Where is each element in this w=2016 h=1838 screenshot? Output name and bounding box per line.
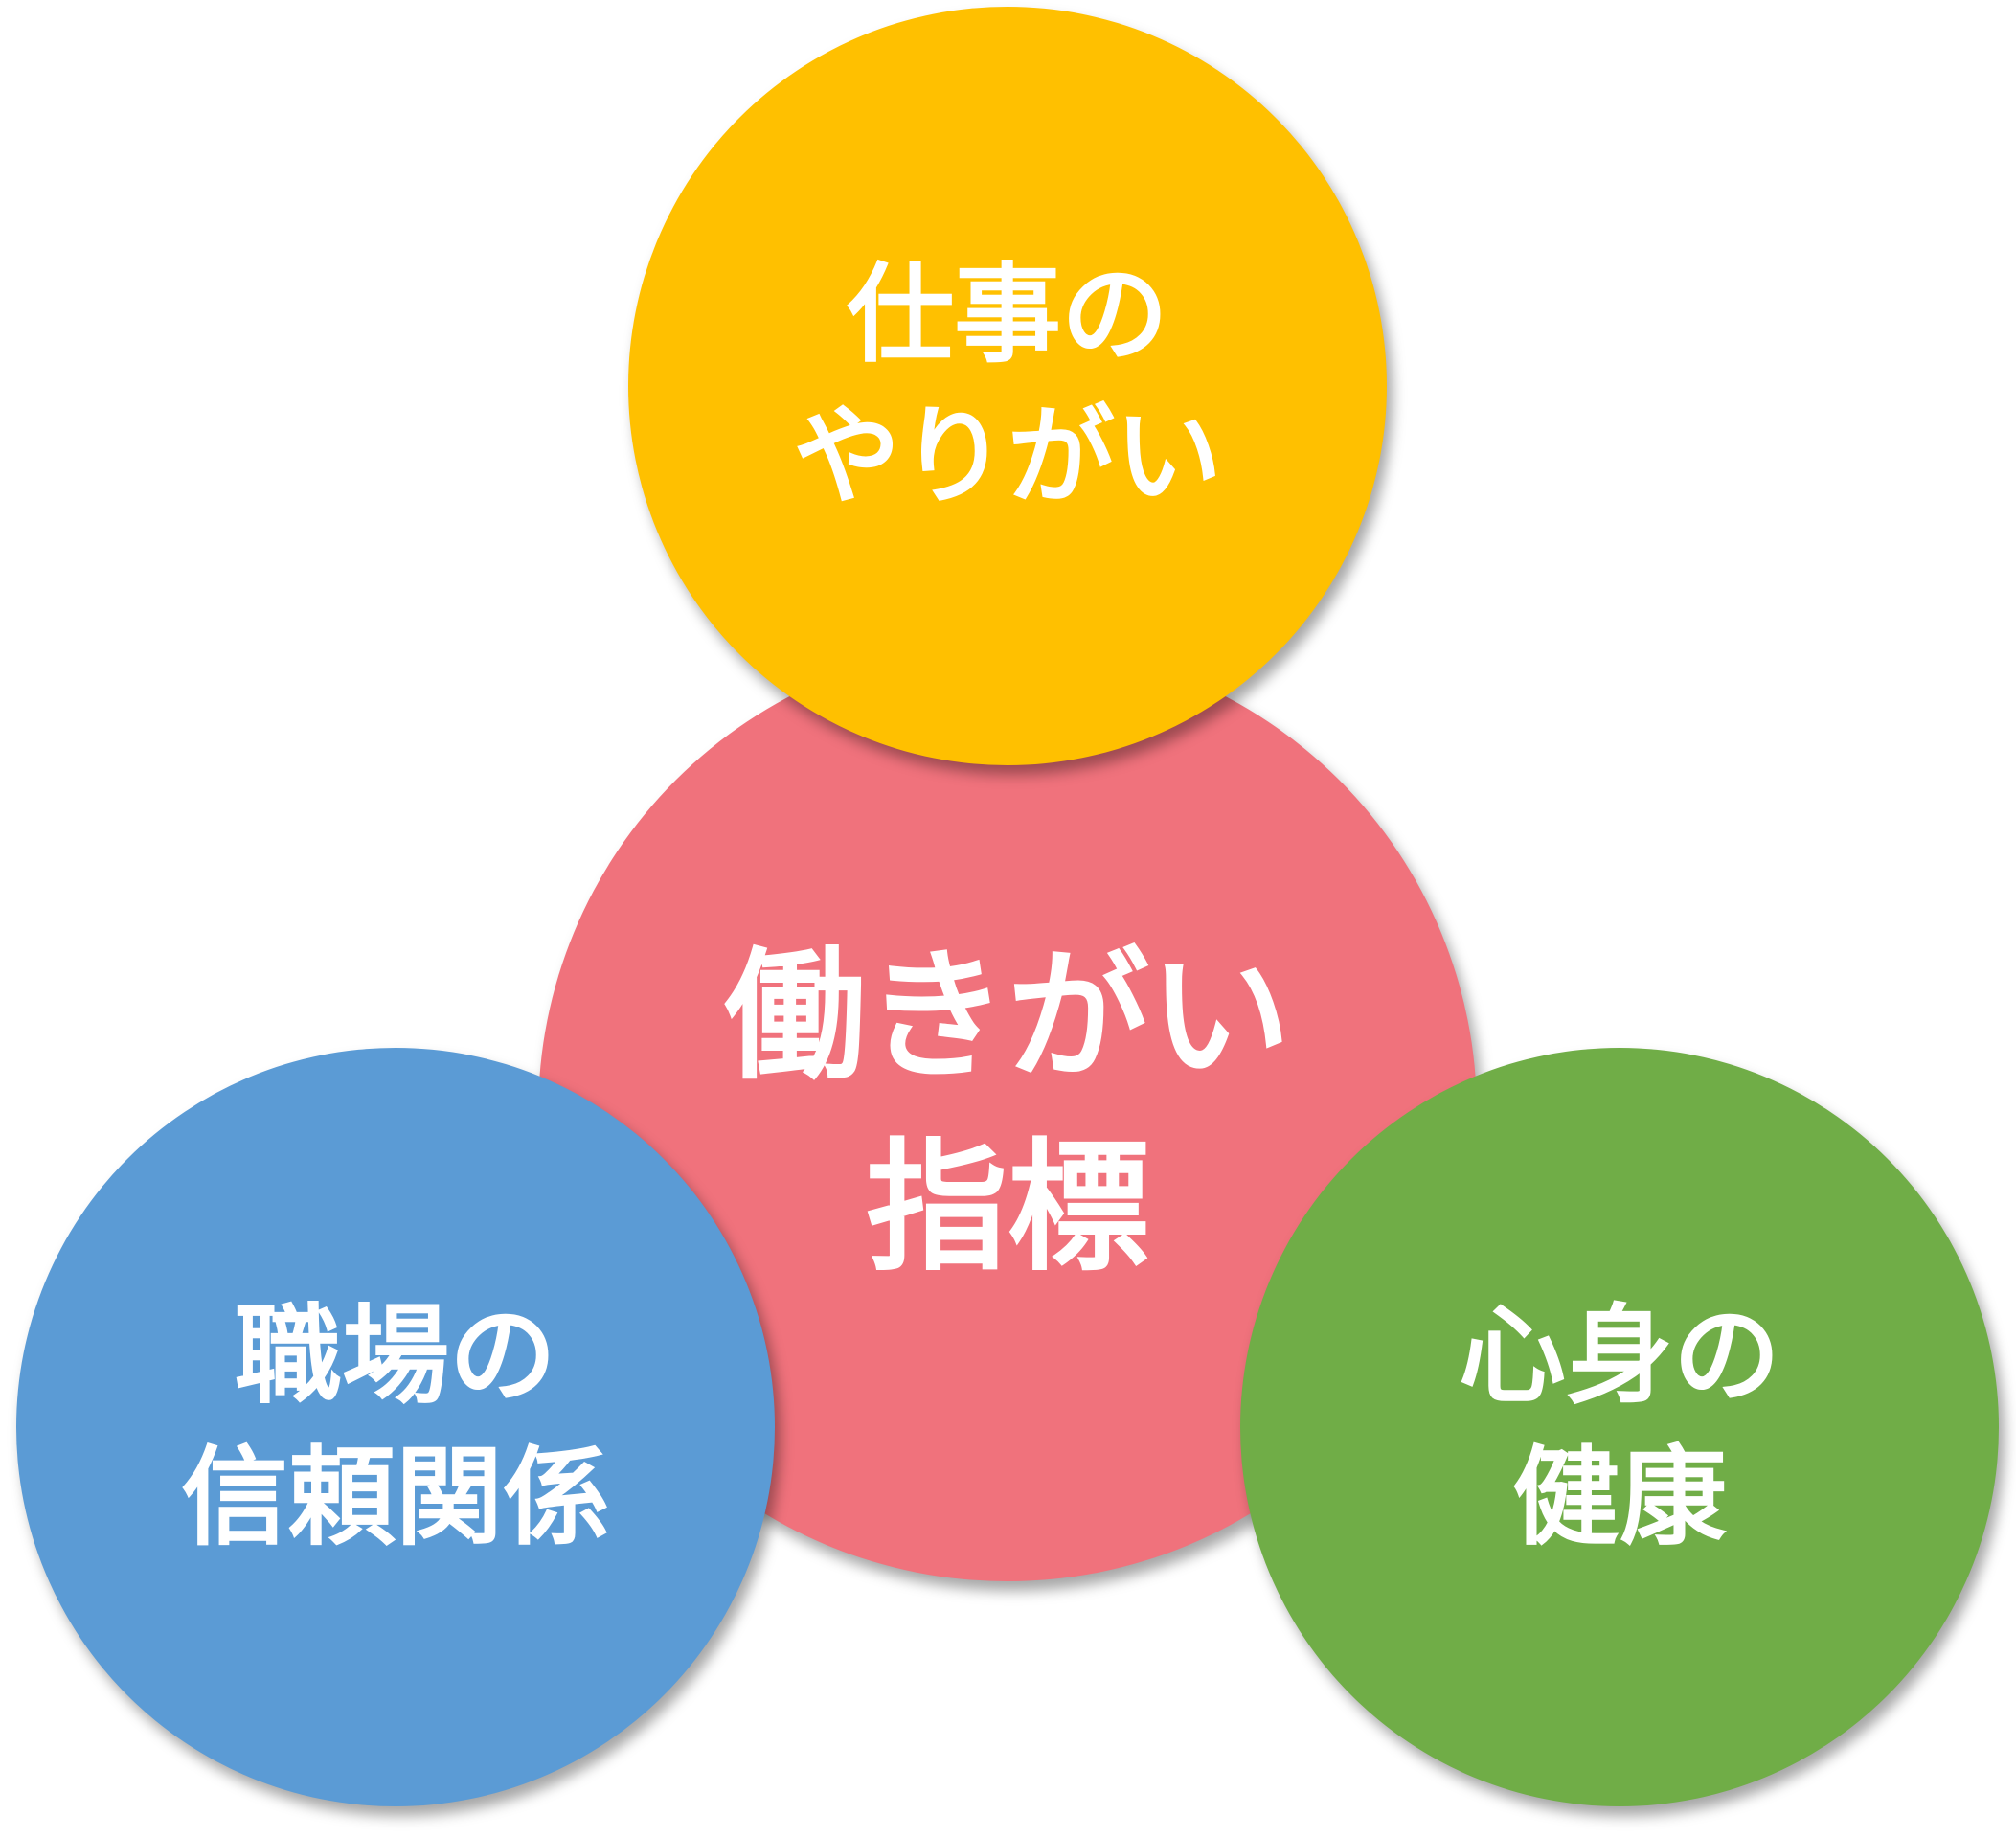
circle-mind-body-health: 心身の 健康 [1240, 1048, 1999, 1806]
top-label-line-1: 仕事の [847, 253, 1168, 377]
left-label-line-2: 信頼関係 [181, 1436, 610, 1560]
top-label-line-2: やりがい [793, 395, 1222, 519]
right-label-line-1: 心身の [1459, 1294, 1780, 1418]
center-label-line-2: 指標 [866, 1125, 1149, 1290]
circle-job-fulfillment: 仕事の やりがい [628, 7, 1387, 765]
left-label-line-1: 職場の [235, 1294, 556, 1418]
right-label-line-2: 健康 [1512, 1436, 1727, 1560]
circle-workplace-trust: 職場の 信頼関係 [16, 1048, 775, 1806]
center-label-line-1: 働きがい [724, 934, 1291, 1099]
